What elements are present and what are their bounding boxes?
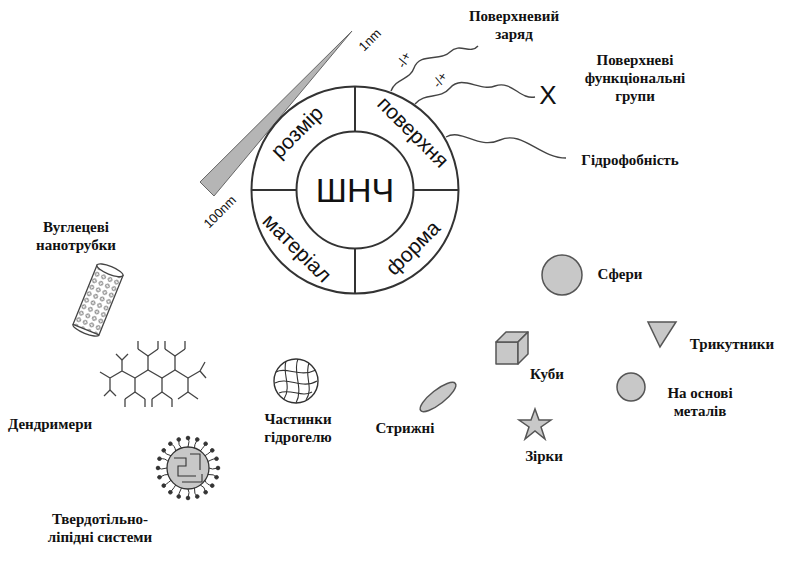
shape-label: Трикутники (690, 335, 774, 353)
material-label: Дендримери (8, 415, 92, 433)
category-ring: розмірповерхняформаматеріалШНЧ (250, 85, 460, 295)
material-label: Вуглецеві нанотрубки (24, 218, 128, 254)
shape-label: На основі металів (654, 384, 746, 420)
shape-label: Стрижні (376, 419, 435, 437)
core-circle: ШНЧ (295, 130, 415, 250)
shape-label: Куби (530, 365, 564, 383)
metal-particle (617, 373, 645, 401)
charge-line (391, 46, 478, 91)
charge-sign: -/+ (394, 50, 415, 71)
material-label: Частинки гідрогелю (248, 410, 348, 446)
cube-shape (496, 332, 528, 364)
rod-shape (416, 378, 459, 416)
group-line (415, 83, 535, 104)
core-label: ШНЧ (316, 171, 394, 210)
material-label: Твердотільно-ліпідні системи (41, 510, 159, 546)
size-label: 1nm (356, 26, 385, 55)
triangle-shape (648, 322, 676, 347)
surface-label: Поверхневі функціональні групи (574, 51, 696, 105)
surface-label: Гідрофобність (565, 151, 695, 169)
nanotube-drawing (72, 261, 125, 338)
solid-lipid-drawing (156, 436, 220, 500)
hydrophobic-line (446, 135, 566, 158)
group-symbol: X (539, 80, 556, 111)
size-label: 100nm (200, 192, 239, 231)
surface-label: Поверхневий заряд (458, 7, 570, 43)
charge-sign: -/+ (429, 69, 451, 91)
shape-label: Сфери (598, 265, 643, 283)
star-shape (519, 409, 551, 439)
sphere-shape (542, 255, 582, 295)
hydrogel-drawing (274, 359, 318, 403)
dendrimer-drawing (100, 341, 206, 407)
shape-label: Зірки (525, 447, 563, 465)
